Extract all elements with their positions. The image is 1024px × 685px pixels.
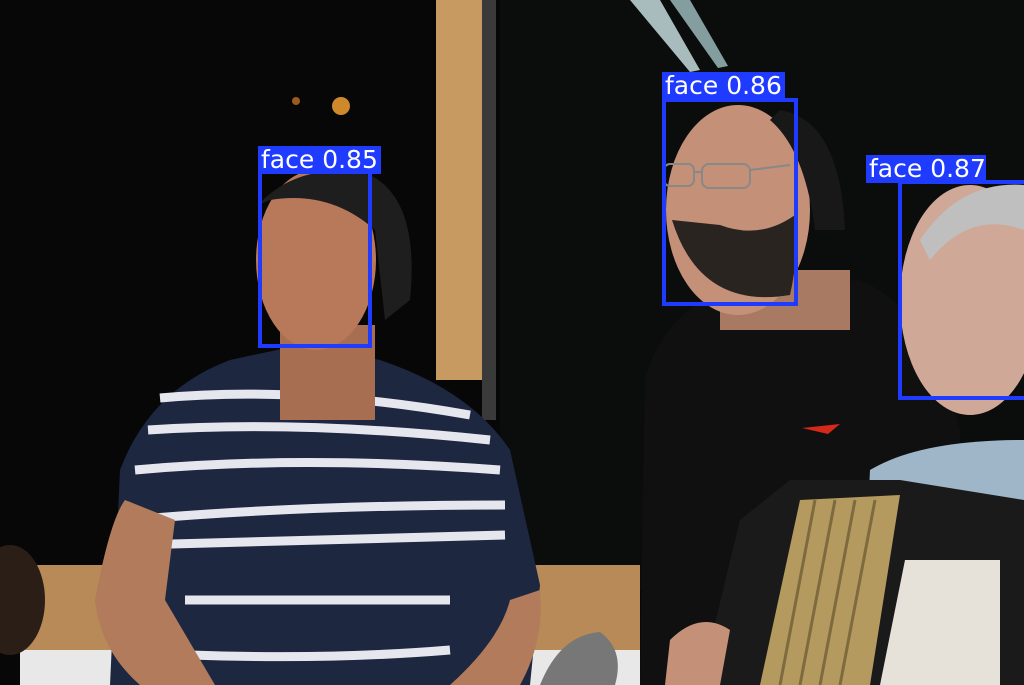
right-man-hair — [920, 184, 1024, 260]
player-hand — [665, 622, 730, 685]
class-label: face — [261, 145, 315, 174]
middle-man-beard — [672, 215, 797, 298]
face-bounding-box — [898, 180, 1024, 400]
left-man-arm — [95, 500, 215, 685]
accordion-keyboard — [880, 560, 1000, 685]
face-bounding-box — [662, 98, 798, 306]
left-man-hair — [258, 171, 412, 320]
distant-lamp — [332, 97, 350, 115]
confidence-score: 0.87 — [930, 154, 986, 183]
confidence-score: 0.85 — [322, 145, 378, 174]
class-label: face — [665, 71, 719, 100]
bellows-folds — [778, 499, 877, 685]
partial-person-left — [0, 545, 45, 655]
ceiling-light-reflection — [630, 0, 700, 72]
wooden-window-post — [436, 0, 488, 380]
shirt-logo — [802, 424, 840, 434]
left-man-head — [256, 170, 376, 350]
detection-label: face 0.87 — [866, 155, 986, 183]
middle-man-hair — [770, 110, 845, 230]
accordion-bellows — [760, 495, 900, 685]
left-man-right-arm — [450, 590, 541, 685]
detection-label: face 0.85 — [258, 146, 381, 174]
window-mullion — [482, 0, 496, 420]
hat — [540, 632, 618, 685]
distant-light — [292, 97, 300, 105]
detection-label: face 0.86 — [662, 72, 785, 100]
ceiling-light-reflection-2 — [670, 0, 728, 68]
confidence-score: 0.86 — [726, 71, 782, 100]
class-label: face — [869, 154, 923, 183]
face-bounding-box — [258, 170, 372, 348]
